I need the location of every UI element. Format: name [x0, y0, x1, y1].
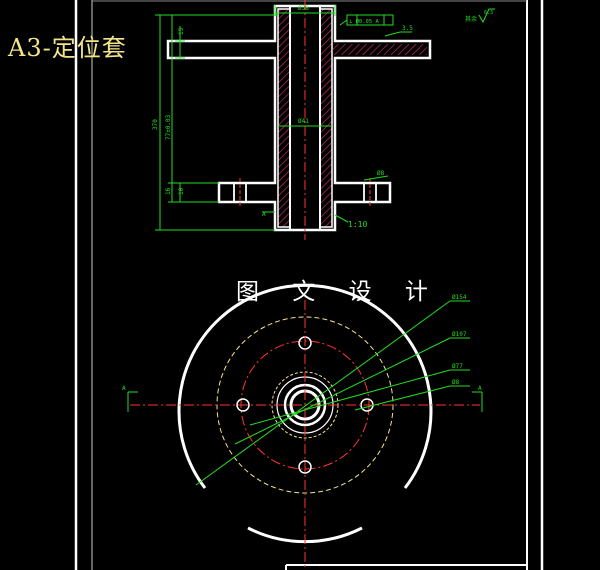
section-label-right: A — [478, 385, 482, 392]
dim-bottom-step: 10 — [178, 187, 185, 195]
hatched-flange-right — [332, 44, 427, 55]
svg-text:其余: 其余 — [465, 15, 477, 23]
dim-hole: Ø8 — [377, 170, 385, 177]
drawing-frame — [74, 0, 544, 570]
tolerance-frame: ⊥ Ø0.05 A — [349, 18, 379, 25]
dim-top-bore: Ø38 — [298, 5, 309, 12]
dim-chamfer: 3.5 — [402, 25, 413, 32]
dim-height-minus: 77±0.03 — [165, 114, 172, 140]
hatched-flange-left — [171, 44, 278, 55]
watermark-text: 图 文 设 计 — [236, 279, 441, 305]
bolt-hole-left — [236, 398, 250, 412]
front-section-view — [166, 0, 432, 240]
bolt-hole-bottom — [298, 460, 312, 474]
dim-d154: Ø154 — [452, 294, 467, 301]
roughness-note: 其余 6.3 — [465, 8, 495, 24]
dim-inner-bore: Ø41 — [298, 118, 309, 125]
section-label-left: A — [122, 385, 126, 392]
hatched-wall-left — [277, 8, 291, 228]
svg-text:6.3: 6.3 — [484, 10, 493, 16]
dim-flange-bottom: 16 — [165, 187, 172, 195]
dim-total-height: 370 — [152, 119, 159, 130]
front-dimensions — [155, 5, 412, 231]
hatched-wall-right — [319, 8, 333, 228]
dim-d8: Ø8 — [452, 379, 460, 386]
datum-left: A — [262, 211, 266, 218]
dim-d77: Ø77 — [452, 363, 463, 370]
taper-label: 1:10 — [348, 220, 367, 229]
dim-d107: Ø107 — [452, 331, 467, 338]
top-view — [127, 283, 483, 570]
top-view-leaders — [195, 300, 470, 486]
part-outline — [166, 4, 432, 232]
drawing-title: A3-定位套 — [8, 34, 127, 62]
outer-circle-arc — [177, 283, 433, 489]
dim-flange-top: 15 — [178, 27, 185, 35]
